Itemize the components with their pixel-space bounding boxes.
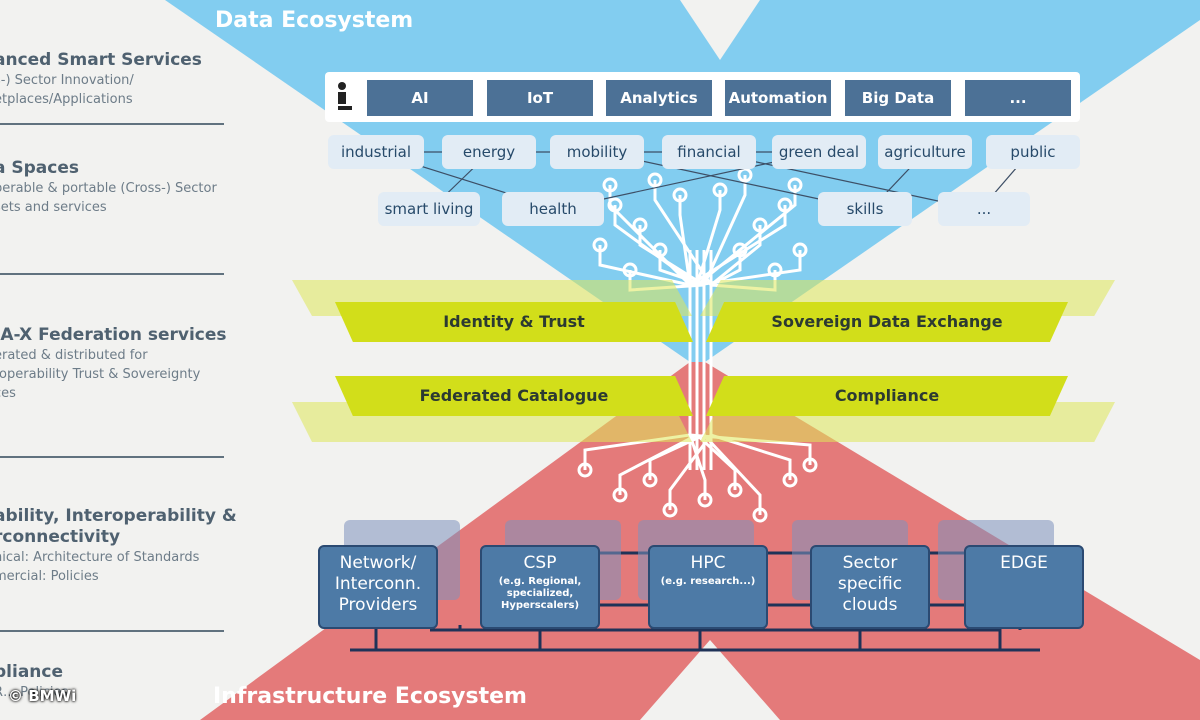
left-item-federation-services: IA-X Federation services erated & distri… [0, 325, 227, 403]
infra-subtitle: (e.g. Regional, specialized, Hyperscaler… [498, 576, 582, 611]
divider [0, 630, 224, 632]
tree-node [732, 242, 748, 258]
divider [0, 456, 224, 458]
infra-hpc: HPC (e.g. research...) [648, 545, 768, 629]
circuit-tree-icon [577, 167, 818, 523]
tree-node [622, 262, 638, 278]
left-item-interoperability: ability, Interoperability & rconnectivit… [0, 506, 237, 586]
infra-sector-clouds: Sector specific clouds [810, 545, 930, 629]
left-item-line: sets and services [0, 200, 107, 215]
tree-node [647, 172, 663, 188]
person-icon [334, 79, 356, 115]
sector-agriculture: agriculture [878, 135, 972, 169]
infrastructure-ecosystem-title: Infrastructure Ecosystem [213, 684, 527, 709]
left-item-line: s-) Sector Innovation/ [0, 73, 134, 88]
service-big-data: Big Data [845, 80, 951, 116]
service-more: ... [965, 80, 1071, 116]
tree-node [642, 472, 658, 488]
divider [0, 273, 224, 275]
tree-node [737, 167, 753, 183]
tree-node [712, 182, 728, 198]
service-iot: IoT [487, 80, 593, 116]
tree-branch [608, 185, 692, 300]
tree-node [802, 457, 818, 473]
tree-node [602, 177, 618, 193]
service-automation: Automation [725, 80, 831, 116]
image-credit: © BMWi [8, 687, 77, 705]
left-item-heading: ability, Interoperability & [0, 506, 237, 526]
tree-node [577, 462, 593, 478]
sector-health: health [502, 192, 604, 226]
sector-green-deal: green deal [772, 135, 866, 169]
left-item-line: roperability Trust & Sovereignty [0, 367, 201, 382]
tree-node [782, 472, 798, 488]
tree-node [662, 502, 678, 518]
data-ecosystem-title: Data Ecosystem [215, 8, 414, 33]
infra-title: HPC [690, 553, 726, 573]
tree-node [792, 242, 808, 258]
infra-title: EDGE [1000, 553, 1048, 573]
sector-industrial: industrial [328, 135, 424, 169]
tree-branch [709, 250, 742, 300]
tree-branch [702, 420, 762, 515]
service-ai: AI [367, 80, 473, 116]
compliance-band: Compliance [706, 376, 1068, 416]
sector-smart-living: smart living [378, 192, 480, 226]
left-item-compliance: pliance R… Policies [0, 662, 226, 702]
left-item-heading: IA-X Federation services [0, 325, 227, 345]
tree-node [612, 487, 628, 503]
left-item-line: nical: Architecture of Standards [0, 550, 200, 565]
tree-node [752, 217, 768, 233]
sector-financial: financial [662, 135, 756, 169]
left-item-line: R… Policies [0, 685, 69, 700]
sector-mobility: mobility [550, 135, 644, 169]
sector-public: public [986, 135, 1080, 169]
tree-branch [695, 185, 797, 300]
tree-node [752, 507, 768, 523]
tree-branch [658, 250, 706, 300]
left-item-line: erated & distributed for [0, 348, 148, 363]
divider [0, 123, 224, 125]
tree-node [672, 187, 688, 203]
tree-node [767, 262, 783, 278]
infra-title: Sector specific clouds [837, 553, 903, 615]
left-item-data-spaces: a Spaces perable & portable (Cross-) Sec… [0, 158, 226, 217]
sector-energy: energy [442, 135, 536, 169]
x-bottom-notch [640, 640, 780, 720]
tree-node [727, 482, 743, 498]
left-item-line: perable & portable (Cross-) Sector [0, 181, 217, 196]
left-item-heading: rconnectivity [0, 527, 121, 547]
infra-title: Network/ Interconn. Providers [334, 553, 422, 615]
infra-title: CSP [523, 553, 557, 573]
sector-skills: skills [818, 192, 912, 226]
tree-node [777, 197, 793, 213]
left-item-heading: anced Smart Services [0, 50, 202, 70]
tree-node [592, 237, 608, 253]
service-analytics: Analytics [606, 80, 712, 116]
left-item-smart-services: anced Smart Services s-) Sector Innovati… [0, 50, 226, 109]
left-item-line: mercial: Policies [0, 569, 99, 584]
tree-node [632, 217, 648, 233]
left-item-heading: a Spaces [0, 158, 79, 178]
tree-node [787, 177, 803, 193]
identity-trust-band: Identity & Trust [335, 302, 693, 342]
sovereign-data-exchange-band: Sovereign Data Exchange [706, 302, 1068, 342]
infra-subtitle: (e.g. research...) [660, 576, 756, 587]
sector-more: ... [938, 192, 1030, 226]
left-item-heading: pliance [0, 662, 64, 682]
tree-node [697, 492, 713, 508]
left-item-line: etplaces/Applications [0, 92, 133, 107]
tree-branch [695, 420, 737, 490]
infra-edge: EDGE [964, 545, 1084, 629]
left-item-line: ces [0, 386, 16, 401]
infra-network-providers: Network/ Interconn. Providers [318, 545, 438, 629]
federated-catalogue-band: Federated Catalogue [335, 376, 693, 416]
infra-csp: CSP (e.g. Regional, specialized, Hypersc… [480, 545, 600, 629]
x-top-notch [680, 0, 760, 60]
tree-node [652, 242, 668, 258]
